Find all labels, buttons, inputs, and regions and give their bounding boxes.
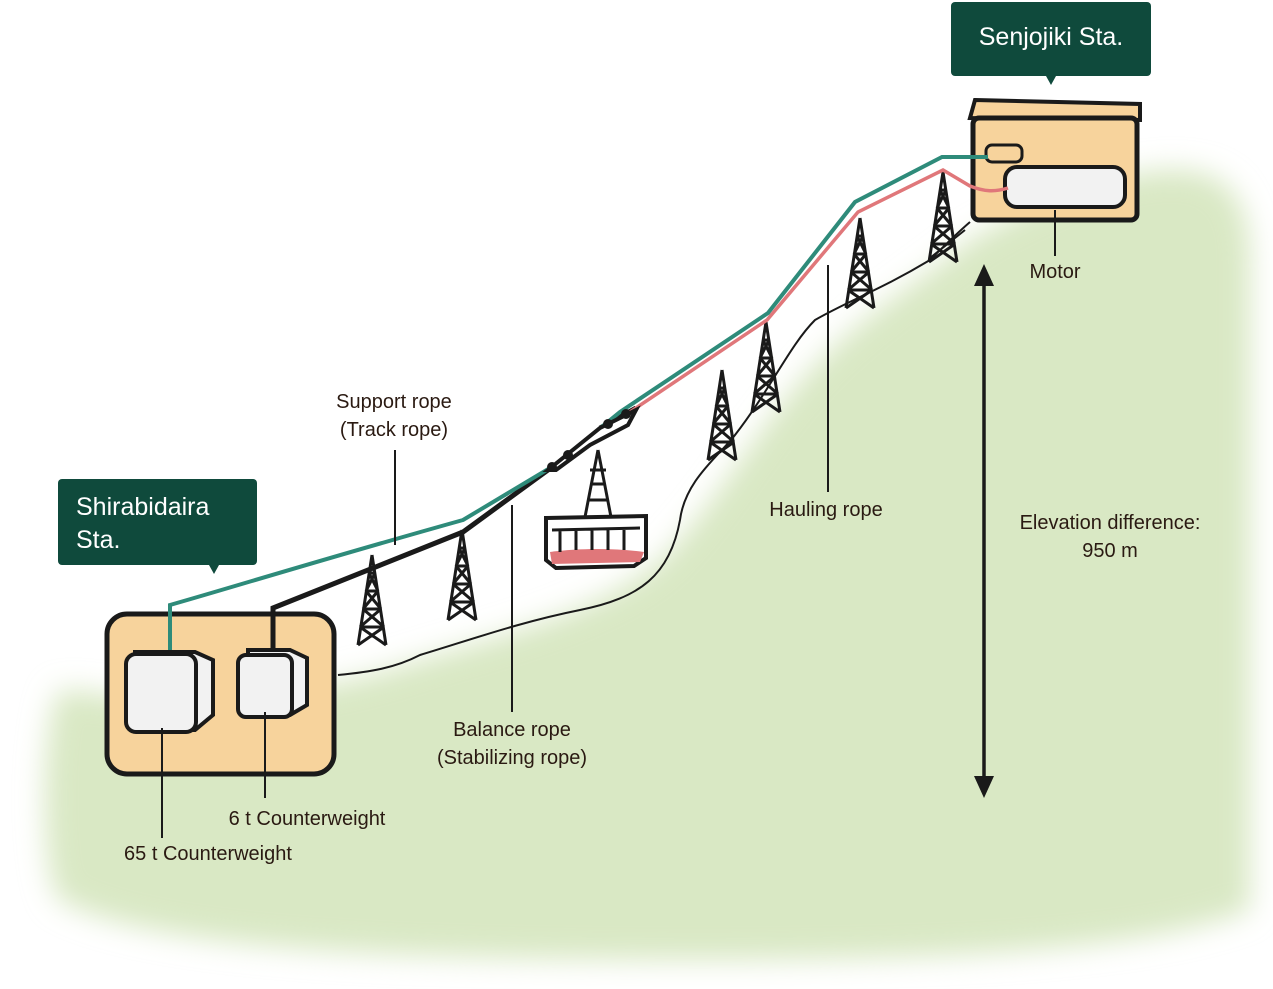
label-motor: Motor <box>1029 261 1081 283</box>
label-counterweight-6t: 6 t Counterweight <box>228 808 386 830</box>
label-hauling-rope: Hauling rope <box>769 499 883 521</box>
counterweight-65t-block <box>124 650 215 734</box>
upper-station-roof <box>967 97 1142 123</box>
hauling-rope-line <box>629 168 1009 414</box>
hill-outline <box>337 221 971 676</box>
station-name-line-2: Sta. <box>76 526 121 554</box>
station-callout-shirabidaira: Shirabidaira Sta. <box>58 479 257 574</box>
tower-3 <box>706 368 738 462</box>
counterweight-6t-block <box>236 648 309 719</box>
label-elevation: Elevation difference: 950 m <box>1019 512 1201 562</box>
leader-motor-wire <box>929 229 966 259</box>
tower-4 <box>750 320 782 414</box>
station-name-line-1: Shirabidaira <box>76 493 210 521</box>
upper-pulley <box>984 143 1024 164</box>
callout-tail <box>1046 76 1056 85</box>
label-support-rope: Support rope (Track rope) <box>336 391 452 441</box>
station-name: Senjojiki Sta. <box>978 23 1124 51</box>
gondola <box>542 405 648 571</box>
elevation-arrow <box>974 264 994 798</box>
motor-block <box>1003 165 1127 209</box>
tower-5 <box>844 216 876 310</box>
tower-2 <box>446 528 478 622</box>
label-balance-rope: Balance rope (Stabilizing rope) <box>436 719 588 769</box>
label-counterweight-65t: 65 t Counterweight <box>124 843 292 865</box>
callout-tail <box>209 565 219 574</box>
mountain-slope <box>45 169 1250 960</box>
station-callout-senjojiki: Senjojiki Sta. <box>951 2 1151 85</box>
